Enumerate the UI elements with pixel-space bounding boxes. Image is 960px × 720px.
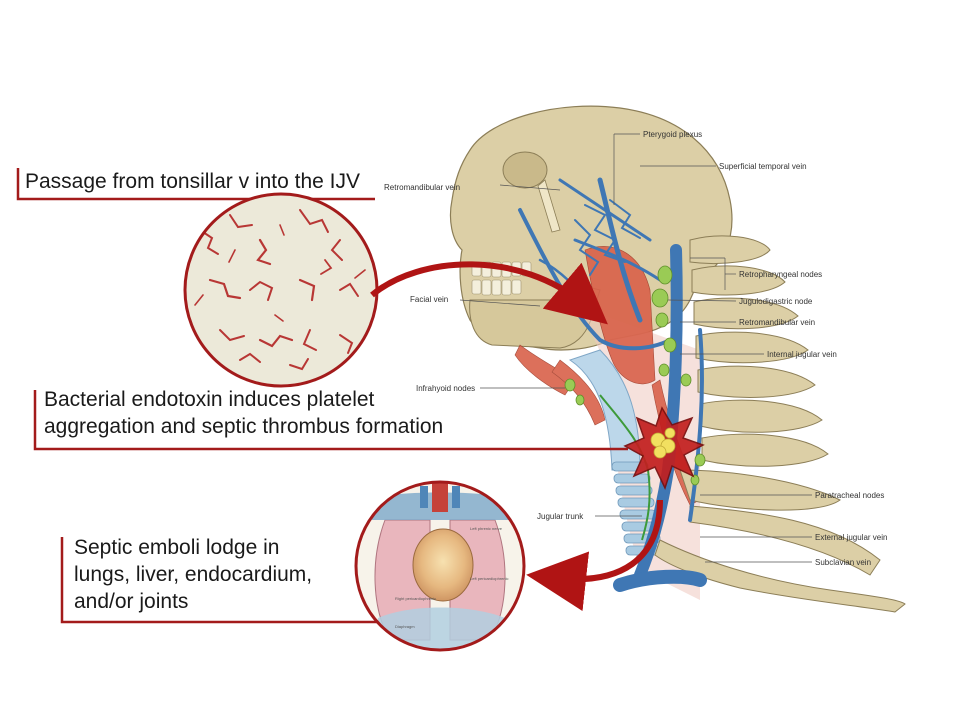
label-paratracheal-nodes: Paratracheal nodes: [815, 491, 884, 500]
caption-passage: Passage from tonsillar v into the IJV: [25, 170, 360, 193]
anatomy-labels: Pterygoid plexus Superficial temporal ve…: [384, 130, 887, 567]
curved-arrow-top: [370, 261, 608, 325]
caption-endotoxin-line1: Bacterial endotoxin induces platelet: [44, 388, 375, 411]
curved-arrow-bottom: [526, 499, 663, 612]
thrombus-starburst: [623, 406, 705, 491]
label-retropharyngeal-nodes: Retropharyngeal nodes: [739, 270, 822, 279]
svg-text:Right pericardiophrenic: Right pericardiophrenic: [395, 596, 436, 601]
orbit: [502, 151, 548, 189]
label-subclavian-vein: Subclavian vein: [815, 558, 871, 567]
bacteria-micrograph: [183, 192, 379, 388]
label-retromandibular-vein-right: Retromandibular vein: [739, 318, 815, 327]
label-infrahyoid-nodes: Infrahyoid nodes: [416, 384, 475, 393]
label-jugular-trunk: Jugular trunk: [537, 512, 584, 521]
caption-emboli-line1: Septic emboli lodge in: [74, 536, 280, 559]
caption-endotoxin-line2: aggregation and septic thrombus formatio…: [44, 415, 444, 438]
leader-lines: [459, 133, 812, 563]
lymph-nodes: [564, 265, 706, 486]
label-jugulodigastric-node: Jugulodigastric node: [739, 297, 813, 306]
svg-text:Left pericardiophrenic: Left pericardiophrenic: [470, 576, 508, 581]
caption-emboli-line2: lungs, liver, endocardium,: [74, 563, 313, 586]
label-pterygoid-plexus: Pterygoid plexus: [643, 130, 702, 139]
label-retromandibular-vein-left: Retromandibular vein: [384, 183, 460, 192]
label-facial-vein: Facial vein: [410, 295, 448, 304]
cervical-spine: [654, 235, 906, 613]
caption-emboli-line3: and/or joints: [74, 590, 189, 613]
subclavian-vein: [613, 569, 707, 592]
heart-lungs-illustration: Left phrenic nerve Left pericardiophreni…: [354, 480, 526, 652]
label-internal-jugular-vein: Internal jugular vein: [767, 350, 837, 359]
label-superficial-temporal-vein: Superficial temporal vein: [719, 162, 807, 171]
svg-text:Diaphragm: Diaphragm: [395, 624, 415, 629]
styloid-process: [537, 179, 561, 233]
svg-text:Left phrenic nerve: Left phrenic nerve: [470, 526, 503, 531]
label-external-jugular-vein: External jugular vein: [815, 533, 887, 542]
